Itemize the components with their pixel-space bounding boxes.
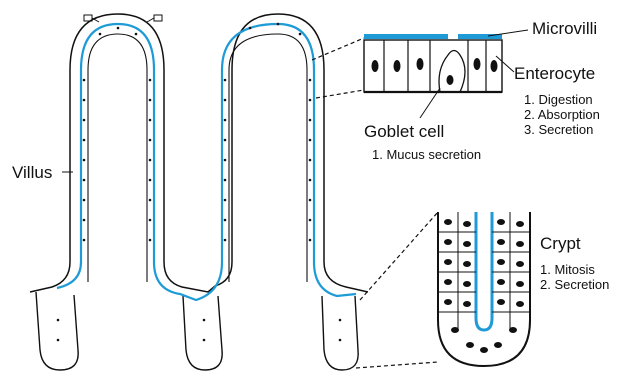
enterocyte-function-list: 1. Digestion 2. Absorption 3. Secretion	[524, 92, 600, 137]
epithelium-inset	[312, 30, 528, 118]
crypt-inset	[356, 212, 530, 368]
crypt-leader-top	[360, 212, 438, 300]
villi-group	[30, 14, 368, 370]
epithelium-frame	[364, 40, 502, 92]
crypt-function-item: 2. Secretion	[540, 277, 609, 292]
goblet-cell-label: Goblet cell	[364, 123, 444, 140]
crypt-leader-bottom	[356, 362, 438, 368]
villus-label: Villus	[12, 164, 52, 181]
enterocyte-leader	[496, 56, 514, 72]
enterocyte-function-item: 1. Digestion	[524, 92, 600, 107]
crypt-right-outline	[322, 296, 358, 370]
crypt-middle-outline	[183, 296, 222, 370]
crypt-inner-lumen	[476, 212, 492, 330]
enterocyte-label: Enterocyte	[514, 65, 595, 82]
crypt-label: Crypt	[540, 235, 581, 252]
enterocyte-function-item: 2. Absorption	[524, 107, 600, 122]
crypt-left-outline	[36, 292, 78, 370]
inset-leader-bottom	[316, 90, 364, 98]
crypt-outer-wall	[438, 212, 530, 366]
crypt-nuclei	[444, 219, 524, 353]
microvilli-label: Microvilli	[532, 20, 597, 37]
villus-inner-outline	[88, 34, 307, 282]
villus-nuclei	[57, 23, 342, 342]
enterocyte-function-item: 3. Secretion	[524, 122, 600, 137]
goblet-cell-shape	[439, 51, 465, 93]
crypt-function-item: 1. Mitosis	[540, 262, 609, 277]
goblet-function-list: 1. Mucus secretion	[372, 147, 481, 162]
microvilli-left	[364, 34, 448, 39]
crypt-function-list: 1. Mitosis 2. Secretion	[540, 262, 609, 292]
villus-brush-border	[57, 24, 356, 300]
enterocyte-nuclei	[372, 58, 498, 85]
goblet-function-item: 1. Mucus secretion	[372, 147, 481, 162]
microvilli-leader	[488, 30, 528, 36]
crypt-cell-walls	[438, 212, 530, 330]
